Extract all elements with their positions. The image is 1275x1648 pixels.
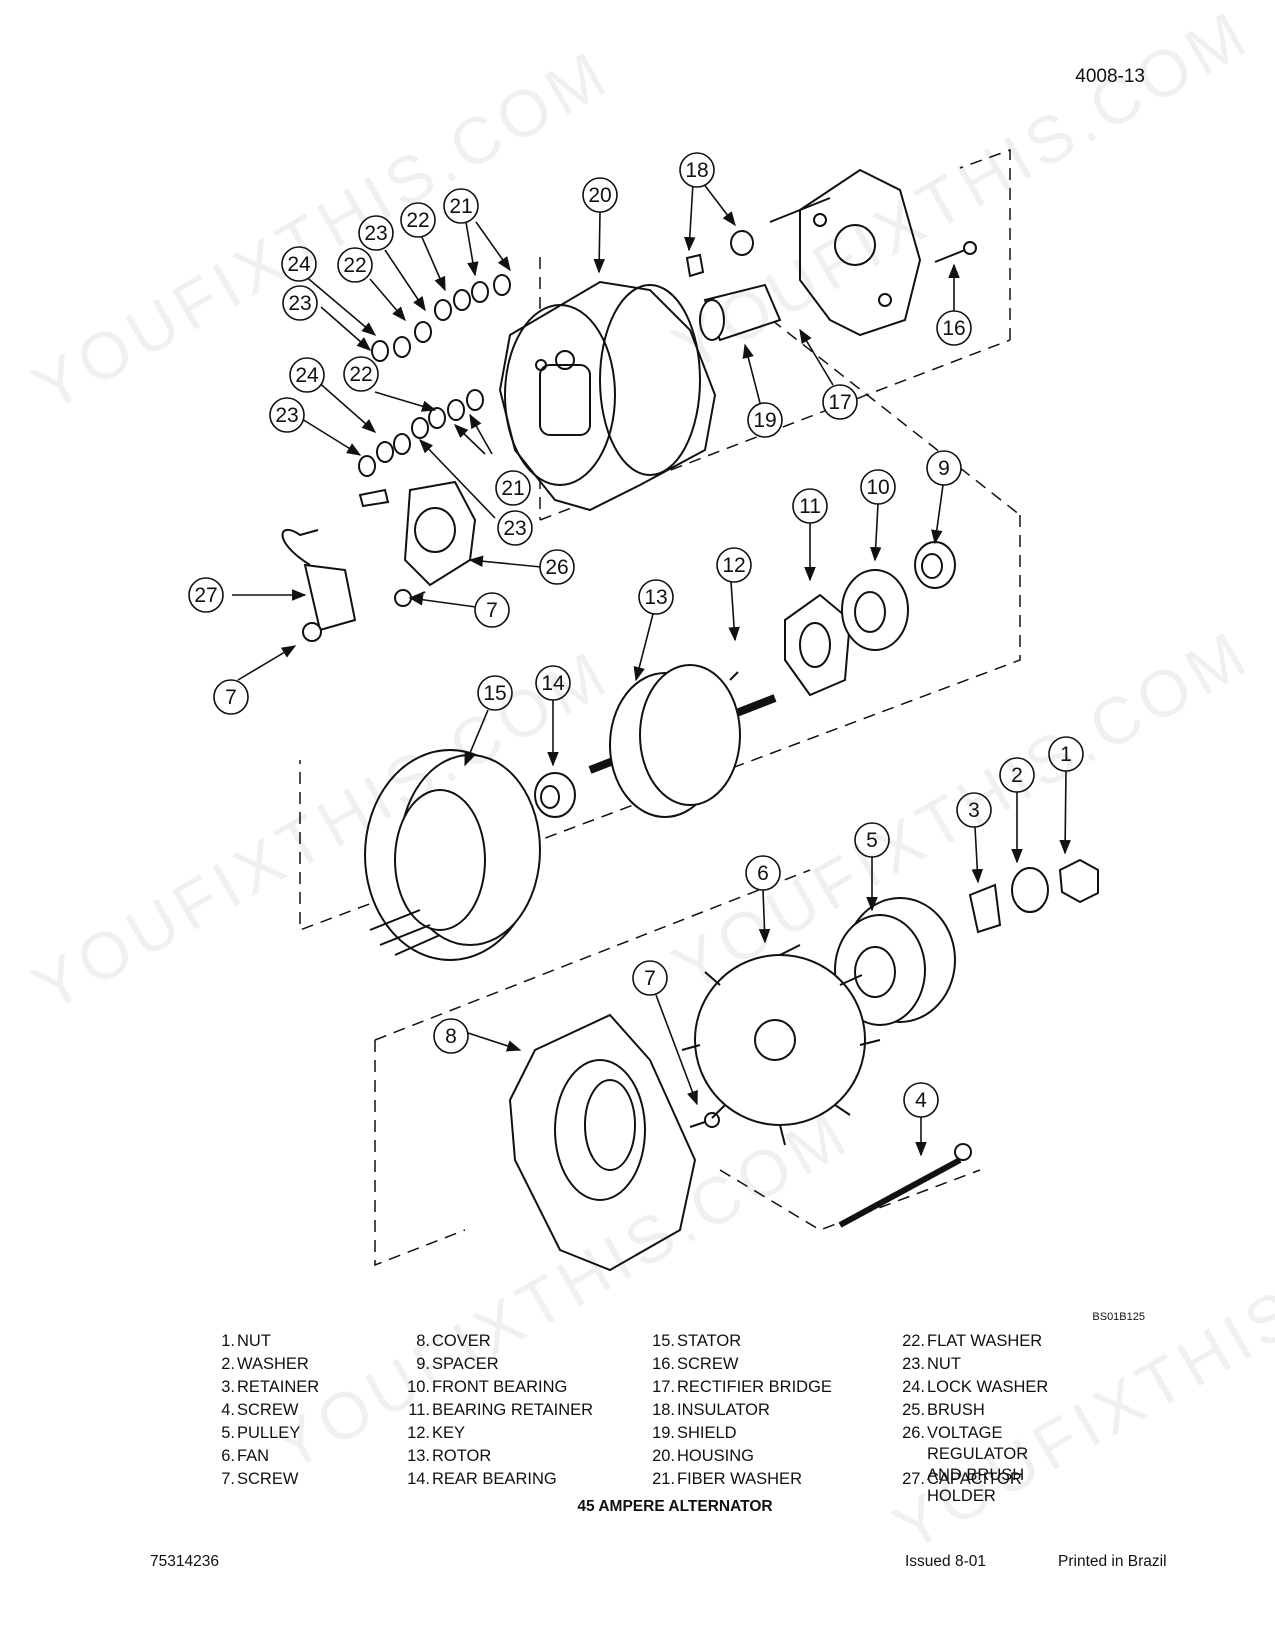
callout-2: 2 xyxy=(1011,764,1023,787)
cover-part xyxy=(508,1013,697,1272)
page-number: 4008-13 xyxy=(1075,66,1145,87)
pulley-part xyxy=(834,897,956,1026)
callout-11: 11 xyxy=(799,495,821,518)
long-screw-part xyxy=(838,1143,972,1228)
callout-7-fan: 7 xyxy=(644,967,656,990)
issued-date: Issued 8-01 xyxy=(905,1553,986,1570)
callout-12: 12 xyxy=(722,554,745,577)
capacitor-part xyxy=(281,528,357,642)
document-number: 75314236 xyxy=(150,1553,219,1570)
callout-13: 13 xyxy=(644,586,667,609)
screw-16-part xyxy=(934,241,977,263)
callout-4: 4 xyxy=(915,1089,927,1112)
callout-19: 19 xyxy=(753,409,776,432)
washer-nut-cluster xyxy=(358,274,511,477)
callout-9: 9 xyxy=(938,457,950,480)
fan-part xyxy=(681,944,881,1146)
callout-23-bottom: 23 xyxy=(275,404,298,427)
callout-1: 1 xyxy=(1060,743,1072,766)
callout-21-lower: 21 xyxy=(501,477,524,500)
callout-23-left: 23 xyxy=(288,292,311,315)
callout-10: 10 xyxy=(866,476,889,499)
front-bearing-parts xyxy=(784,541,956,697)
callout-7-capacitor: 7 xyxy=(225,686,237,709)
callout-23-right: 23 xyxy=(503,517,526,540)
callout-3: 3 xyxy=(968,799,980,822)
callout-5: 5 xyxy=(866,829,878,852)
callout-14: 14 xyxy=(541,672,565,695)
callout-22-middle: 22 xyxy=(343,254,366,277)
stator-part xyxy=(364,749,541,961)
callout-24-upper: 24 xyxy=(287,253,311,276)
callout-17: 17 xyxy=(828,391,851,414)
callout-15: 15 xyxy=(483,682,506,705)
callout-7-regulator: 7 xyxy=(486,599,498,622)
callout-circles xyxy=(188,152,1084,1118)
callout-8: 8 xyxy=(445,1025,457,1048)
figure-code: BS01B125 xyxy=(1092,1311,1145,1323)
callout-24-lower: 24 xyxy=(295,364,319,387)
shield-insulator-parts xyxy=(685,230,782,342)
voltage-regulator-part xyxy=(358,480,477,587)
rectifier-bridge-part xyxy=(769,168,922,337)
callout-22-upper: 22 xyxy=(406,209,429,232)
callout-23-top: 23 xyxy=(364,222,387,245)
printed-location: Printed in Brazil xyxy=(1058,1553,1167,1570)
figure-caption: 45 AMPERE ALTERNATOR xyxy=(577,1498,773,1515)
callout-26: 26 xyxy=(545,556,568,579)
callout-20: 20 xyxy=(588,184,611,207)
callout-18: 18 xyxy=(685,159,708,182)
leader-arrows xyxy=(232,182,1071,1157)
callout-22-lower: 22 xyxy=(349,363,372,386)
callout-6: 6 xyxy=(757,862,769,885)
callout-21-upper: 21 xyxy=(449,195,472,218)
housing-part xyxy=(498,280,717,512)
rotor-part xyxy=(588,664,777,818)
screw-7-parts xyxy=(394,589,720,1128)
rear-bearing-part xyxy=(534,772,576,818)
nut-washer-retainer-parts xyxy=(968,858,1099,934)
callout-16: 16 xyxy=(942,317,965,340)
callout-27: 27 xyxy=(194,584,217,607)
